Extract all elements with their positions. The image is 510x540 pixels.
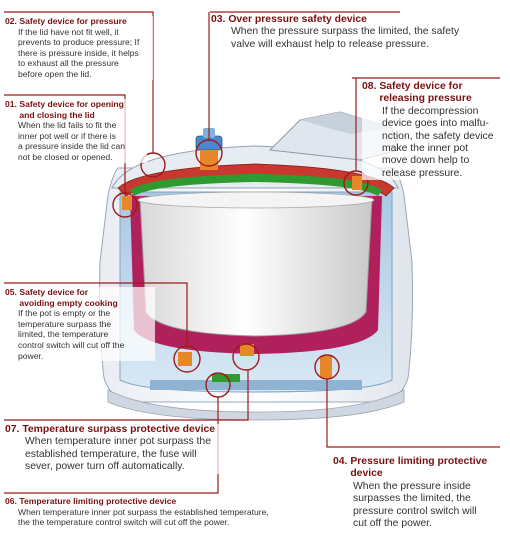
center-sensor [240, 344, 254, 356]
note-07-temperature-surpass: 07. Temperature surpass protective devic… [5, 424, 245, 474]
note-07-title: 07. Temperature surpass protective devic… [5, 424, 216, 435]
pressure-switch [320, 356, 332, 378]
note-08-title: 08. Safety device for releasing pressure [362, 81, 472, 105]
note-03-body: When the pressure surpass the limited, t… [231, 26, 460, 50]
note-02-title: 02. Safety device for pressure [5, 16, 127, 26]
gasket [130, 174, 382, 196]
thermal-fuse [212, 374, 240, 382]
note-01-body: When the lid fails to fit the inner pot … [18, 120, 126, 162]
inner-pot-rim [137, 191, 375, 209]
note-06-body: When temperature inner pot surpass the e… [18, 506, 269, 528]
note-08-releasing-pressure: 08. Safety device for releasing pressure… [362, 81, 508, 181]
note-05-body: If the pot is empty or the temperature s… [18, 308, 125, 361]
note-08-body: If the decompression device goes into ma… [382, 105, 494, 179]
note-07-body: When temperature inner pot surpass the e… [25, 436, 211, 473]
note-04-body: When the pressure inside surpasses the l… [353, 480, 477, 530]
note-01-title: 01. Safety device for opening and closin… [5, 99, 124, 120]
note-06-temperature-limiting: 06. Temperature limiting protective devi… [5, 496, 305, 528]
note-01-opening-closing-lid: 01. Safety device for opening and closin… [5, 99, 147, 163]
leader-lines [4, 11, 500, 494]
note-05-title: 05. Safety device for avoiding empty coo… [5, 287, 118, 308]
note-02-safety-device-for-pressure: 02. Safety device for pressure If the li… [5, 16, 153, 80]
note-03-title: 03. Over pressure safety device [211, 14, 367, 25]
note-04-pressure-limiting: 04. Pressure limiting protective device … [333, 456, 508, 531]
lid-lock-pin [122, 196, 132, 210]
note-02-body: If the lid have not fit well, it prevent… [18, 26, 140, 79]
note-03-over-pressure-safety-device: 03. Over pressure safety device When the… [211, 14, 501, 52]
note-06-title: 06. Temperature limiting protective devi… [5, 496, 177, 506]
note-04-title: 04. Pressure limiting protective device [333, 456, 488, 480]
inner-pot [139, 197, 373, 337]
release-pin [352, 176, 362, 190]
temperature-switch [178, 352, 192, 366]
note-05-avoiding-empty-cooking: 05. Safety device for avoiding empty coo… [5, 287, 155, 362]
